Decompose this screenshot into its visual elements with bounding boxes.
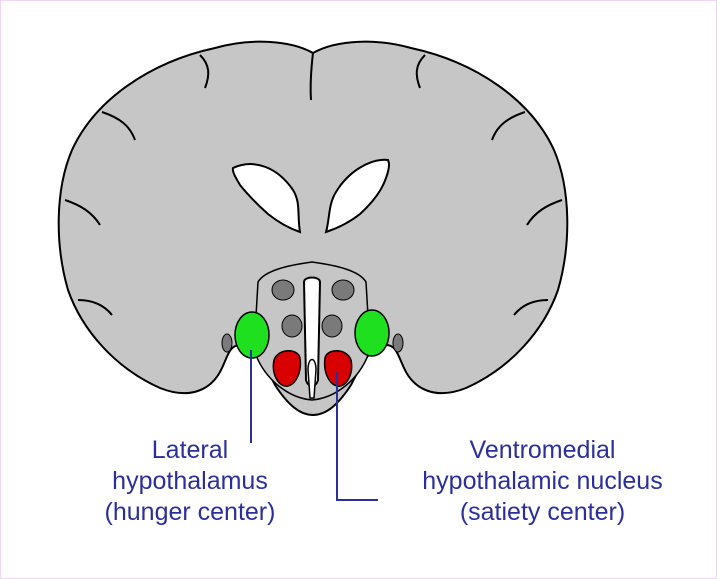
nucleus-right-mid (322, 315, 342, 337)
nucleus-left-outer (222, 334, 232, 352)
lateral-hypothalamus-label: Lateral hypothalamus (hunger center) (65, 435, 315, 528)
ventromedial-label-line2: hypothalamic nucleus (385, 466, 700, 497)
nucleus-right-outer (393, 334, 403, 352)
lateral-hypothalamus-right (355, 310, 389, 356)
lateral-label-line2: hypothalamus (65, 466, 315, 497)
lateral-label-line1: Lateral (65, 435, 315, 466)
nucleus-left-upper (272, 280, 294, 300)
ventromedial-nucleus-label: Ventromedial hypothalamic nucleus (satie… (385, 435, 700, 528)
nucleus-right-upper (332, 280, 354, 300)
third-ventricle-tip (308, 360, 316, 399)
nucleus-left-mid (282, 315, 302, 337)
ventromedial-label-line1: Ventromedial (385, 435, 700, 466)
lateral-label-line3: (hunger center) (65, 497, 315, 528)
ventromedial-label-line3: (satiety center) (385, 497, 700, 528)
